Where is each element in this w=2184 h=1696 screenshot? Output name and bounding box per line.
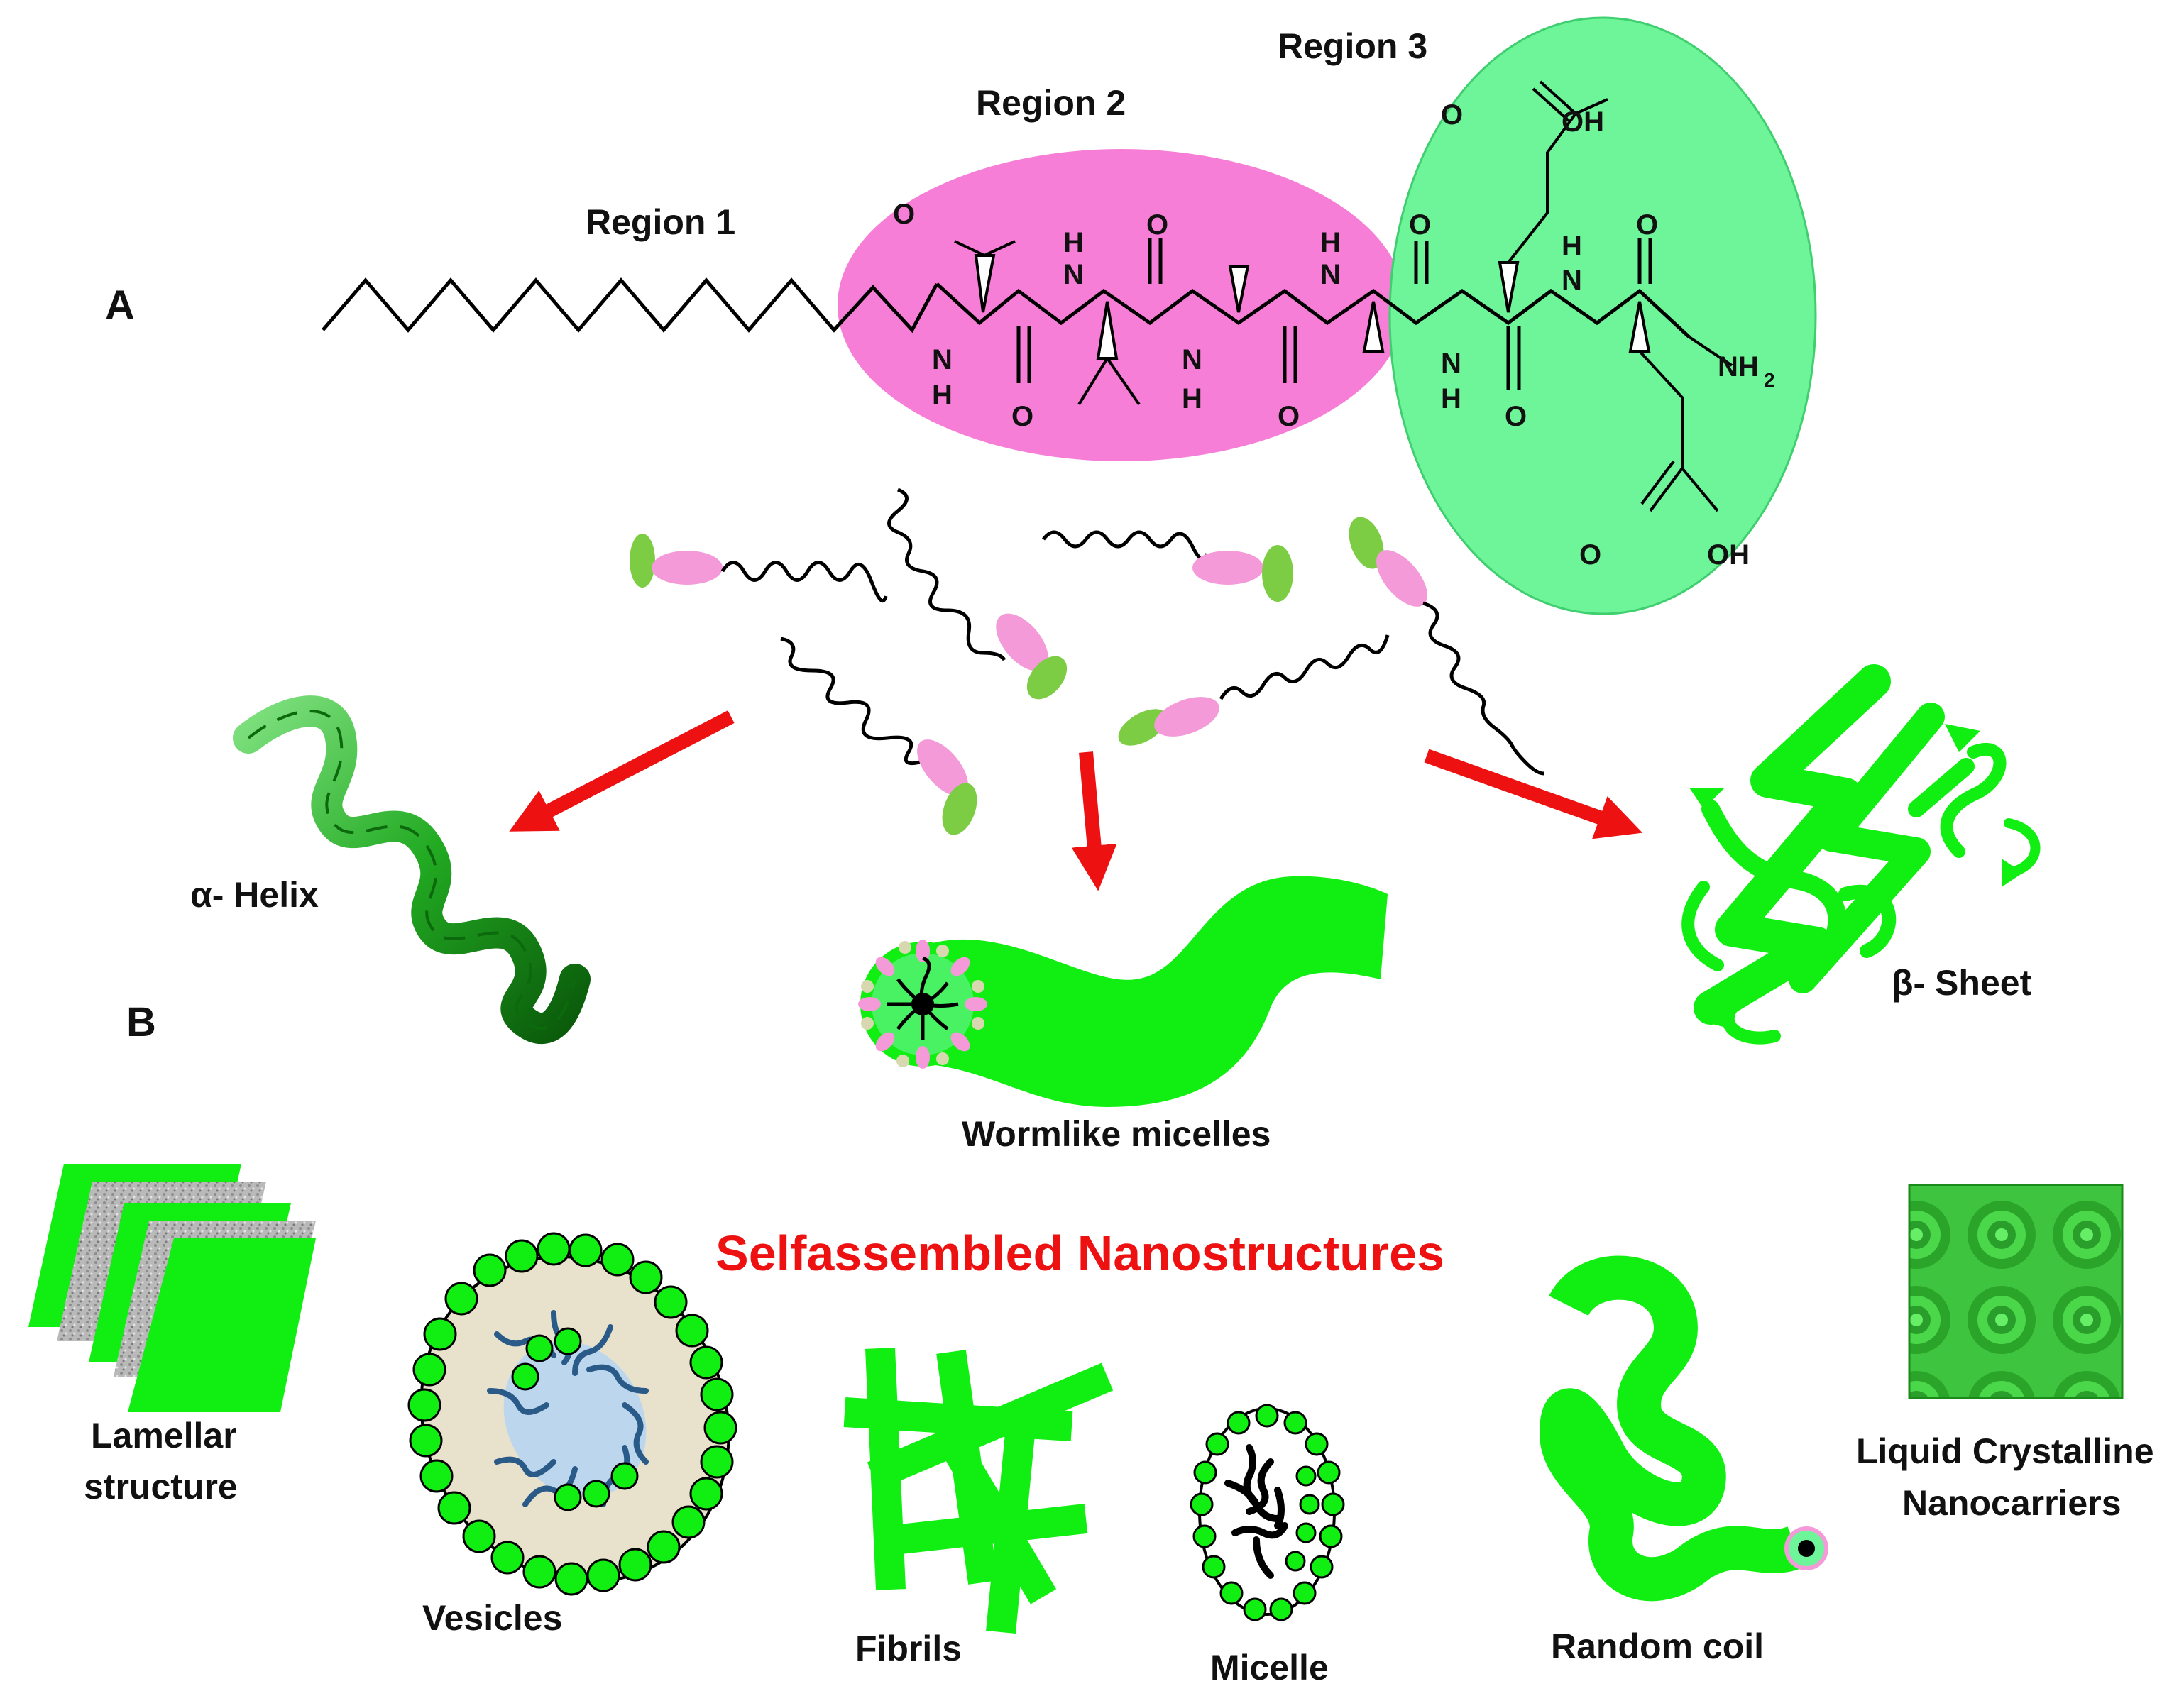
- region-1-label: Region 1: [586, 202, 735, 242]
- panel-label-a: A: [105, 282, 135, 329]
- beta-sheet-graphic: [1681, 664, 2041, 1045]
- atom-o-top-left: O: [893, 199, 915, 230]
- atom-h-5: H: [1441, 383, 1461, 414]
- atom-n-6: N: [1562, 265, 1582, 296]
- micelle-graphic: [1190, 1404, 1345, 1621]
- region-3-label: Region 3: [1278, 26, 1427, 66]
- peptide-amphiphiles: [630, 488, 1544, 835]
- fibrils-graphic: [843, 1348, 1114, 1634]
- liquid-crystalline-label-line-2: Nanocarriers: [1902, 1483, 2122, 1523]
- liquid-crystalline-graphic: [1908, 1184, 2124, 1399]
- atom-cooh1-o: O: [1441, 99, 1463, 131]
- atom-o-5: O: [1505, 401, 1527, 432]
- amphiphile-molecule: [1042, 530, 1293, 602]
- arrow-to-helix: [509, 710, 735, 832]
- atom-o-1: O: [1011, 401, 1033, 432]
- amphiphile-molecule: [630, 534, 888, 603]
- arrow-to-wormlike: [1071, 751, 1117, 891]
- atom-h-2: H: [1063, 227, 1084, 258]
- region-3-ellipse: [1388, 16, 1817, 615]
- atom-cooh2-o: O: [1579, 539, 1601, 571]
- lamellar-structure-graphic: [28, 1164, 316, 1412]
- atom-o-4: O: [1409, 209, 1431, 241]
- arrow-to-beta-sheet: [1424, 749, 1643, 839]
- atom-o-6: O: [1636, 209, 1658, 241]
- panel-label-b: B: [126, 999, 156, 1045]
- atom-n-3: N: [1182, 344, 1202, 375]
- carbonyl-bonds: [1016, 238, 1652, 390]
- atom-nh2: NH: [1718, 351, 1759, 382]
- alkyl-chain: [322, 277, 939, 334]
- atom-nh2-subscript: 2: [1764, 369, 1775, 391]
- region-2-label: Region 2: [976, 83, 1126, 123]
- amphiphile-molecule: [1349, 517, 1544, 776]
- atom-h-1: H: [932, 380, 953, 411]
- amphiphile-molecule: [1118, 634, 1390, 746]
- alpha-helix-label: α- Helix: [190, 875, 319, 915]
- atom-n-4: N: [1320, 259, 1341, 290]
- alpha-helix-graphic: [233, 695, 591, 1045]
- atom-n-1: N: [932, 344, 953, 375]
- atom-h-3: H: [1182, 383, 1202, 414]
- beta-sheet-label: β- Sheet: [1892, 963, 2032, 1003]
- wormlike-micelle-graphic: [858, 876, 1388, 1107]
- beta-sheet-arrowheads: [1689, 724, 2023, 1029]
- micelle-cross-section: [858, 940, 987, 1069]
- amphiphile-molecule: [780, 637, 977, 835]
- vesicles-label: Vesicles: [422, 1598, 562, 1638]
- atom-n-2: N: [1063, 259, 1084, 290]
- liquid-crystalline-label-line-1: Liquid Crystalline: [1856, 1431, 2154, 1471]
- atom-o-2: O: [1146, 209, 1168, 241]
- atom-h-6: H: [1562, 231, 1582, 262]
- wormlike-micelles-label: Wormlike micelles: [962, 1114, 1271, 1154]
- lamellar-label-line-2: structure: [84, 1467, 238, 1507]
- assembly-arrows: [509, 710, 1643, 891]
- atom-o-3: O: [1278, 401, 1300, 432]
- random-coil-label: Random coil: [1551, 1626, 1764, 1666]
- peptide-backbone: [935, 282, 1691, 338]
- random-coil-graphic: [1540, 1255, 1828, 1602]
- amphiphile-molecule: [887, 488, 1068, 700]
- atom-labels: O N H O H N O N H O H N O N H O H N O NH…: [893, 99, 1775, 571]
- vesicle-graphic: [407, 1232, 737, 1596]
- micelle-label: Micelle: [1210, 1648, 1329, 1687]
- atom-cooh1-oh: OH: [1562, 106, 1604, 138]
- lamellar-label-line-1: Lamellar: [91, 1416, 237, 1455]
- atom-h-4: H: [1320, 227, 1341, 258]
- fibrils-label: Fibrils: [855, 1629, 962, 1668]
- atom-cooh2-oh: OH: [1707, 539, 1750, 571]
- atom-n-5: N: [1441, 348, 1461, 379]
- side-chains: [954, 80, 1733, 512]
- selfassembled-nanostructures-title: Selfassembled Nanostructures: [715, 1226, 1444, 1281]
